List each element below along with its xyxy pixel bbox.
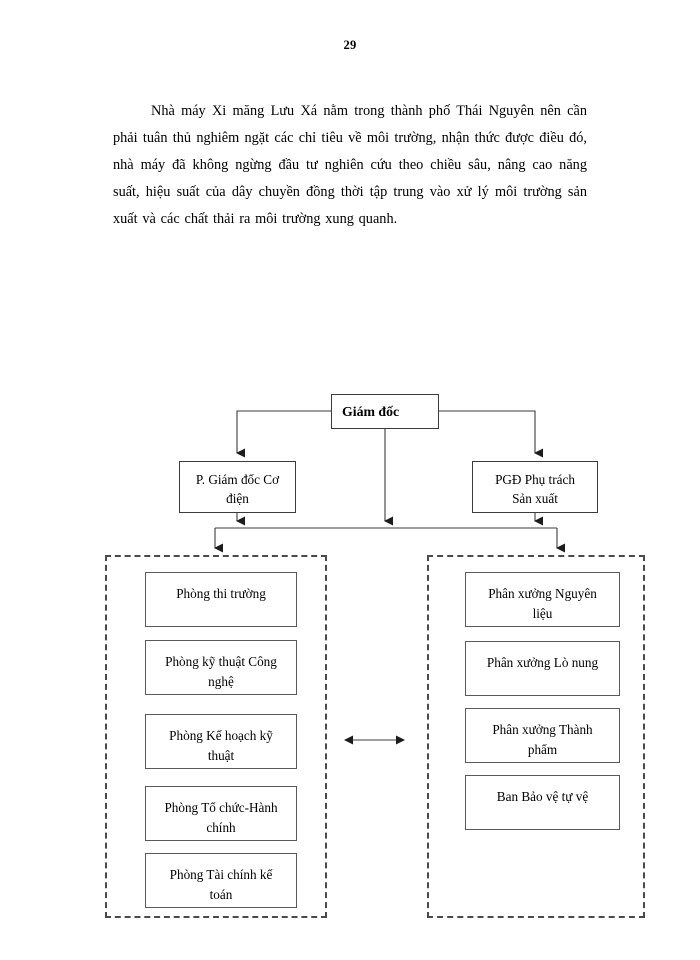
org-node-line2: liệu xyxy=(532,606,553,621)
page-number: 29 xyxy=(343,38,357,52)
org-node-line2: chính xyxy=(206,820,236,835)
org-node-line2: Sản xuất xyxy=(512,491,558,506)
org-node-department[interactable]: Phòng Kế hoạch kỹ thuật xyxy=(145,714,297,769)
org-node-line1: PGĐ Phụ trách xyxy=(495,472,575,487)
connector-director-to-right-deputy xyxy=(439,410,543,458)
org-node-line1: Ban Bảo vệ tự vệ xyxy=(496,789,589,804)
org-node-department[interactable]: Phòng thi trường xyxy=(145,572,297,627)
org-node-workshop[interactable]: Ban Bảo vệ tự vệ xyxy=(465,775,620,830)
org-node-line1: Phòng Kế hoạch kỹ xyxy=(169,728,273,743)
org-node-line2: phẩm xyxy=(527,742,558,757)
org-node-line2: thuật xyxy=(207,748,235,763)
org-node-line1: Phân xưởng Nguyên xyxy=(488,586,597,601)
org-node-department[interactable]: Phòng Tổ chức-Hành chính xyxy=(145,786,297,841)
org-node-line2: điện xyxy=(226,491,249,506)
org-node-director[interactable]: Giám đốc xyxy=(331,394,439,429)
org-node-line1: Phòng kỹ thuật Công xyxy=(165,654,277,669)
org-node-line1: Phân xưởng Thành xyxy=(492,722,593,737)
org-node-workshop[interactable]: Phân xưởng Thành phẩm xyxy=(465,708,620,763)
org-node-line2: nghệ xyxy=(208,674,234,689)
paragraph-line: tuân thủ nghiêm ngặt các chỉ tiêu về môi… xyxy=(113,130,587,173)
org-node-line1: Phòng thi trường xyxy=(176,586,266,601)
paragraph-line: môi trường xung quanh. xyxy=(255,211,398,227)
org-node-deputy-production[interactable]: PGĐ Phụ trách Sản xuất xyxy=(472,461,598,513)
paragraph-line: dây chuyền đồng thời tập trung vào xử lý… xyxy=(113,184,587,227)
org-group-workshops xyxy=(427,555,645,918)
body-paragraph: Nhà máy Xi măng Lưu Xá nằm trong thành p… xyxy=(113,98,587,233)
org-node-deputy-electrical[interactable]: P. Giám đốc Cơ điện xyxy=(179,461,296,513)
org-node-department[interactable]: Phòng kỹ thuật Công nghệ xyxy=(145,640,297,695)
org-node-workshop[interactable]: Phân xưởng Lò nung xyxy=(465,641,620,696)
paragraph-line: đã không ngừng đầu tư nghiên cứu theo ch… xyxy=(113,157,587,200)
org-node-line1: Phòng Tổ chức-Hành xyxy=(164,800,278,815)
org-group-departments xyxy=(105,555,327,918)
connector-director-to-left-deputy xyxy=(236,410,331,458)
org-node-line2: toán xyxy=(209,887,233,902)
org-node-line1: Phòng Tài chính kế xyxy=(169,867,273,882)
org-node-line1: Phân xưởng Lò nung xyxy=(486,655,599,670)
paragraph-line: Nhà máy Xi măng Lưu Xá nằm trong thành p… xyxy=(113,103,587,146)
org-node-workshop[interactable]: Phân xưởng Nguyên liệu xyxy=(465,572,620,627)
org-node-line1: P. Giám đốc Cơ xyxy=(195,472,280,487)
org-node-department[interactable]: Phòng Tài chính kế toán xyxy=(145,853,297,908)
